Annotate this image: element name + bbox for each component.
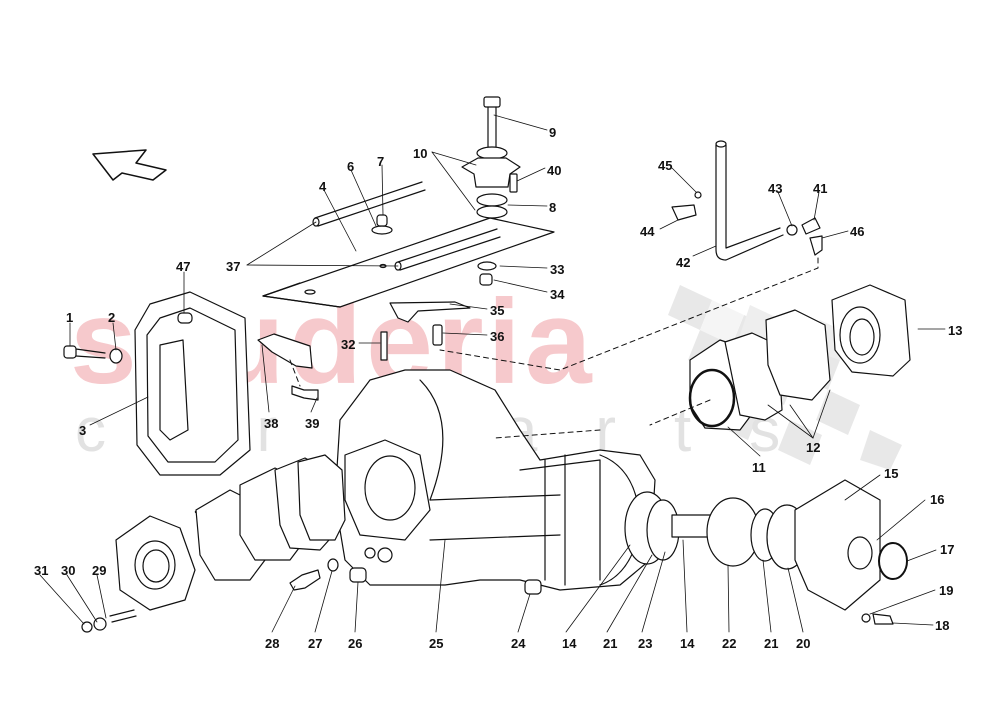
callout-15: 15 [884, 466, 899, 481]
callout-30: 30 [61, 563, 76, 578]
callout-27: 27 [308, 636, 323, 651]
callout-32: 32 [341, 337, 356, 352]
callout-38: 38 [264, 416, 279, 431]
direction-arrow-icon [92, 149, 167, 181]
engine-mount [461, 96, 521, 286]
callout-40: 40 [547, 163, 562, 178]
callout-28: 28 [265, 636, 280, 651]
callout-19: 19 [939, 583, 954, 598]
callout-21a: 21 [603, 636, 618, 651]
callout-13: 13 [948, 323, 963, 338]
breather-assembly [671, 140, 823, 261]
callout-25: 25 [429, 636, 444, 651]
callout-26: 26 [348, 636, 363, 651]
callout-14a: 14 [562, 636, 577, 651]
callout-43: 43 [768, 181, 783, 196]
callout-17: 17 [940, 542, 955, 557]
callout-23: 23 [638, 636, 653, 651]
callout-44: 44 [640, 224, 655, 239]
callout-42: 42 [676, 255, 691, 270]
differential-housing [334, 369, 656, 591]
side-cover [134, 291, 251, 476]
callout-37: 37 [226, 259, 241, 274]
callout-35: 35 [490, 303, 505, 318]
callout-14b: 14 [680, 636, 695, 651]
callout-39: 39 [305, 416, 320, 431]
callout-21b: 21 [764, 636, 779, 651]
callout-22: 22 [722, 636, 737, 651]
callout-6: 6 [347, 159, 355, 174]
callout-46: 46 [850, 224, 865, 239]
left-output-flange [115, 454, 346, 611]
callout-8: 8 [549, 200, 557, 215]
callout-11: 11 [752, 460, 766, 475]
callout-36: 36 [490, 329, 505, 344]
callout-16: 16 [930, 492, 945, 507]
callout-3: 3 [79, 423, 87, 438]
callout-10: 10 [413, 146, 428, 161]
callout-12: 12 [806, 440, 821, 455]
callout-41: 41 [813, 181, 828, 196]
callout-34: 34 [550, 287, 565, 302]
callout-9: 9 [549, 125, 557, 140]
callout-33: 33 [550, 262, 565, 277]
callout-2: 2 [108, 310, 116, 325]
callout-20: 20 [796, 636, 811, 651]
callout-31: 31 [34, 563, 49, 578]
callout-29: 29 [92, 563, 107, 578]
callout-24: 24 [511, 636, 526, 651]
callout-45: 45 [658, 158, 673, 173]
right-shaft-assembly [624, 479, 908, 611]
callout-4: 4 [319, 179, 327, 194]
callout-1: 1 [66, 310, 74, 325]
callout-18: 18 [935, 618, 950, 633]
right-upper-flange [688, 284, 911, 431]
callout-7: 7 [377, 154, 385, 169]
callout-47: 47 [176, 259, 191, 274]
heat-shield-plate [262, 181, 555, 308]
